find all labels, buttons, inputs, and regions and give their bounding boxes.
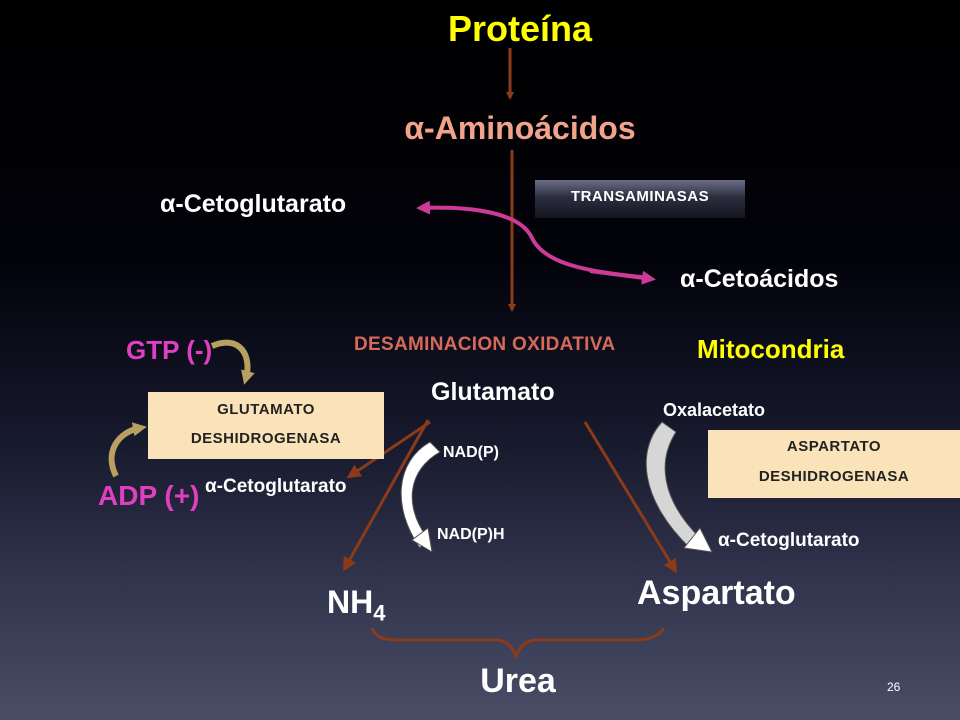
label-urea: Urea: [480, 662, 556, 700]
label-aspartate: Aspartato: [637, 574, 796, 612]
arrow-transamination-tail: [589, 269, 656, 285]
glutamate-dehydrogenase-box: GLUTAMATO DESHIDROGENASA: [148, 392, 384, 459]
nh4-subscript: 4: [373, 600, 386, 626]
glutamate-dehydrogenase-line2: DESHIDROGENASA: [190, 430, 342, 447]
label-glutamate: Glutamato: [431, 378, 555, 406]
gtp-curl-arrow: [210, 339, 255, 385]
oxaloacetate-curved-arrow-head: [683, 527, 713, 553]
label-nadph: NAD(P)H: [437, 526, 505, 543]
page-number: 26: [887, 680, 901, 694]
label-alpha-ketoglutarate-top: α-Cetoglutarato: [160, 190, 347, 218]
label-nadp: NAD(P): [443, 444, 499, 461]
label-mitochondria: Mitocondria: [697, 334, 845, 364]
label-nh4: NH4: [327, 584, 385, 626]
title-protein: Proteína: [447, 8, 593, 49]
label-oxidative-deamination: DESAMINACION OXIDATIVA: [354, 334, 616, 355]
transaminases-label: TRANSAMINASAS: [535, 180, 745, 218]
label-gtp: GTP (-): [126, 335, 213, 365]
arrow-glutamate-to-aspartate: [583, 421, 678, 574]
arrow-transamination: [416, 200, 651, 280]
label-alpha-ketoglutarate-right: α-Cetoglutarato: [718, 530, 860, 551]
oxaloacetate-curved-arrow: [645, 421, 701, 549]
nadp-curved-arrow-head: [411, 527, 433, 553]
aspartate-dehydrogenase-line2: DESHIDROGENASA: [758, 468, 910, 485]
arrow-glutamate-to-nh4: [343, 419, 430, 572]
glutamate-dehydrogenase-line1: GLUTAMATO: [217, 401, 315, 418]
aspartate-dehydrogenase-box: ASPARTATO DESHIDROGENASA: [708, 430, 960, 498]
label-oxaloacetate: Oxalacetato: [663, 400, 766, 420]
label-adp: ADP (+): [98, 480, 200, 511]
urea-brace: [370, 627, 666, 661]
arrow-glutamate-to-ketoglutarate: [346, 420, 431, 479]
label-amino-acids: α-Aminoácidos: [404, 110, 636, 146]
label-alpha-ketoacids: α-Cetoácidos: [680, 265, 839, 293]
nh4-base: NH: [327, 584, 374, 620]
adp-curl-arrow: [108, 422, 147, 478]
label-alpha-ketoglutarate-left: α-Cetoglutarato: [205, 476, 347, 497]
aspartate-dehydrogenase-line1: ASPARTATO: [786, 438, 882, 455]
